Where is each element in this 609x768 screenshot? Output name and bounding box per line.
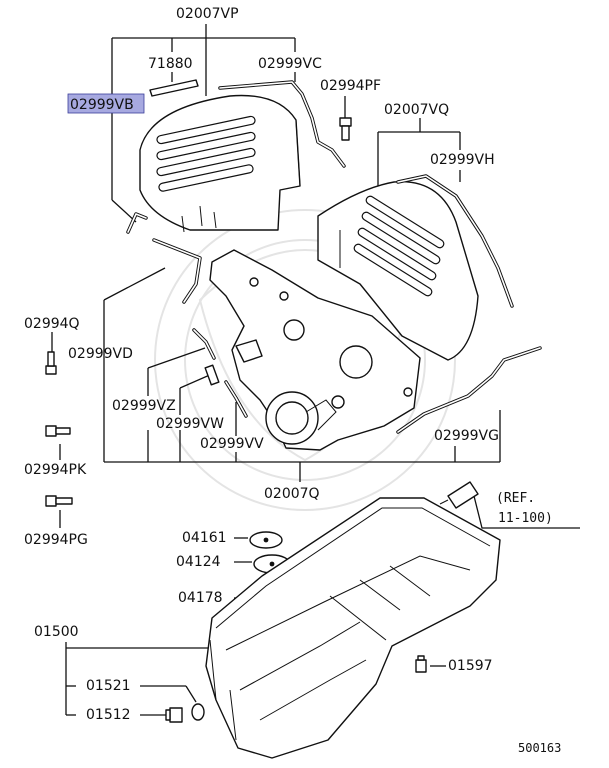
label-02994PG[interactable]: 02994PG — [24, 532, 88, 548]
label-02999VW[interactable]: 02999VW — [156, 416, 224, 432]
label-02994PK[interactable]: 02994PK — [24, 462, 87, 478]
part-01512-drain-plug — [165, 707, 183, 723]
part-02999VC-gasket — [218, 80, 346, 168]
bolt-02994PG — [45, 495, 73, 507]
diagram-number: 500163 — [518, 741, 561, 755]
label-02999VD[interactable]: 02999VD — [68, 346, 133, 362]
oil-pan — [205, 497, 501, 759]
part-02999VB-gasket — [126, 212, 148, 234]
label-highlight — [67, 93, 145, 114]
bolt-02994Q — [45, 351, 57, 375]
label-02007Q[interactable]: 02007Q — [264, 486, 320, 502]
part-71880-strip — [149, 79, 199, 97]
label-02994Q[interactable]: 02994Q — [24, 316, 80, 332]
part-02999VD-gasket — [152, 238, 202, 304]
label-02007VQ[interactable]: 02007VQ — [384, 102, 449, 118]
label-02999VH[interactable]: 02999VH — [430, 152, 495, 168]
label-04178[interactable]: 04178 — [178, 590, 223, 606]
label-02999VZ[interactable]: 02999VZ — [112, 398, 176, 414]
part-01521-drain-gasket — [191, 703, 205, 721]
label-01521[interactable]: 01521 — [86, 678, 131, 694]
label-04161[interactable]: 04161 — [182, 530, 227, 546]
label-02007VP[interactable]: 02007VP — [176, 6, 239, 22]
part-02999VZ-gasket — [192, 328, 216, 360]
label-71880[interactable]: 71880 — [148, 56, 193, 72]
label-01512[interactable]: 01512 — [86, 707, 131, 723]
label-02999VC[interactable]: 02999VC — [258, 56, 322, 72]
ref-line-2[interactable]: 11-100) — [498, 511, 553, 526]
label-01597[interactable]: 01597 — [448, 658, 493, 674]
part-02999VW-gasket — [204, 364, 220, 386]
timing-case-back-plate — [209, 249, 421, 451]
bolt-02994PF — [339, 117, 352, 141]
label-02999VG[interactable]: 02999VG — [434, 428, 499, 444]
part-02999VV-gasket — [224, 380, 248, 418]
ref-line-1[interactable]: (REF. — [496, 491, 535, 506]
part-02999VG-gasket — [396, 346, 542, 434]
label-02994PF[interactable]: 02994PF — [320, 78, 381, 94]
label-02999VB[interactable]: 02999VB — [70, 97, 134, 113]
label-04124[interactable]: 04124 — [176, 554, 221, 570]
sealant-tube — [439, 481, 479, 509]
upper-timing-cover — [139, 94, 301, 233]
bolt-02994PK — [45, 425, 71, 437]
part-04161-gasket — [249, 531, 283, 549]
lower-timing-cover — [317, 180, 479, 361]
part-02999VH-gasket — [396, 174, 514, 308]
bolt-01597 — [415, 655, 427, 673]
label-02999VV[interactable]: 02999VV — [200, 436, 264, 452]
part-labels: 02007VP 71880 02999VC 02999VB 02994PF 02… — [24, 6, 561, 755]
label-01500[interactable]: 01500 — [34, 624, 79, 640]
